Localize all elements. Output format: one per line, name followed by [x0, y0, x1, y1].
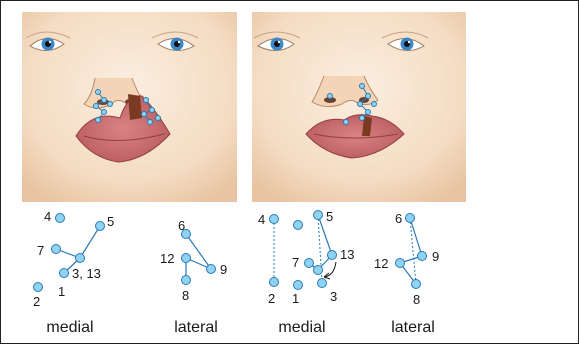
point-node: [294, 281, 303, 290]
point-node: [96, 222, 105, 231]
point-node: [207, 265, 216, 274]
point-node: [396, 259, 405, 268]
caption-lateral: lateral: [174, 319, 218, 336]
point-node: [270, 278, 279, 287]
point-node: [182, 254, 191, 263]
point-diagram-medial-2: 4 5 13 7 3 2 1 medial: [258, 209, 354, 336]
caption-medial: medial: [46, 319, 93, 336]
point-label: 9: [220, 262, 227, 277]
caption-medial: medial: [278, 319, 325, 336]
point-label: 13: [340, 247, 354, 262]
face-panel-left: [22, 12, 237, 202]
point-label: 2: [33, 294, 40, 309]
point-label: 3: [330, 289, 337, 304]
point-label: 4: [44, 209, 51, 224]
point-node: [56, 214, 65, 223]
point-label: 7: [292, 255, 299, 270]
point-node: [34, 283, 43, 292]
point-diagram-lateral-2: 6 9 12 8 lateral: [374, 211, 439, 336]
point-node: [60, 269, 69, 278]
point-label: 3, 13: [72, 266, 101, 281]
point-node: [76, 254, 85, 263]
point-label: 8: [182, 288, 189, 303]
point-node: [412, 280, 421, 289]
caption-lateral: lateral: [391, 319, 435, 336]
point-label: 12: [160, 251, 174, 266]
point-node: [182, 276, 191, 285]
flap: [128, 94, 142, 120]
point-node: [418, 252, 427, 261]
point-node: [305, 259, 314, 268]
point-node: [318, 279, 327, 288]
point-label: 1: [58, 284, 65, 299]
point-node: [314, 266, 323, 275]
point-node: [328, 251, 337, 260]
point-label: 1: [292, 291, 299, 306]
point-label: 6: [178, 218, 185, 233]
point-diagram-medial-1: 4 5 7 3, 13 1 2 medial: [33, 209, 114, 336]
point-label: 12: [374, 256, 388, 271]
point-node: [406, 214, 415, 223]
point-node: [294, 221, 303, 230]
point-node: [314, 211, 323, 220]
point-label: 4: [258, 212, 265, 227]
point-node: [52, 245, 61, 254]
point-label: 8: [413, 292, 420, 307]
point-node: [270, 215, 279, 224]
face-panel-right: [252, 12, 466, 202]
point-diagram-lateral-1: 6 12 9 8 lateral: [160, 218, 227, 336]
point-label: 2: [268, 291, 275, 306]
point-label: 5: [107, 214, 114, 229]
point-label: 7: [37, 243, 44, 258]
point-label: 5: [326, 209, 333, 224]
point-label: 6: [395, 211, 402, 226]
point-label: 9: [432, 249, 439, 264]
